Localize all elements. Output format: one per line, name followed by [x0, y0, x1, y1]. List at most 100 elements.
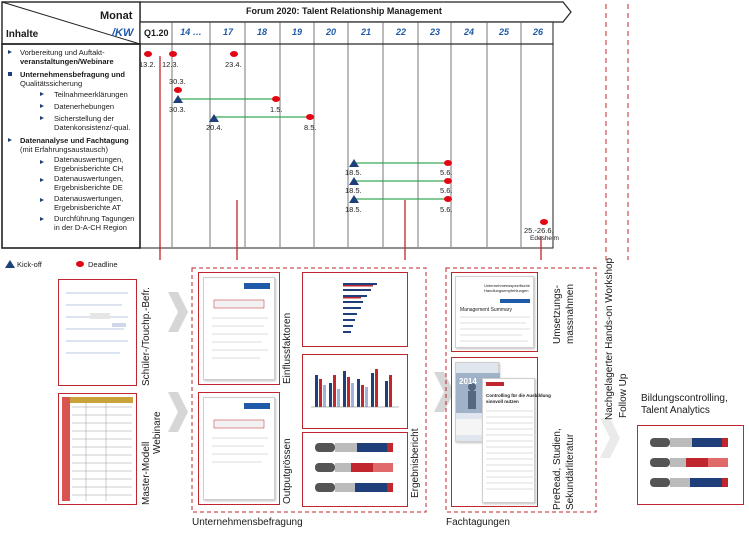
task-analyse-2: (mit Erfahrungsaustausch) — [20, 145, 108, 154]
label-schueler: Schüler-/Touchp.-Befr. — [141, 287, 152, 386]
legend-deadline-icon — [76, 261, 84, 267]
kw-17: 17 — [222, 27, 233, 37]
legend-kickoff: Kick-off — [17, 260, 42, 269]
date-label: 18.5. — [345, 168, 362, 177]
chart-box-2 — [302, 354, 408, 429]
doc-summary: Management Summary — [460, 307, 512, 313]
label-workshop: Nachgelagerter Hands-on Workshop — [604, 257, 615, 420]
report-thumbnail — [203, 277, 275, 380]
article-subtitle: sinnvoll nutzen — [486, 399, 519, 404]
task-tagungen-1: Durchführung Tagungen — [54, 214, 135, 223]
kw-14: 14 … — [180, 27, 202, 37]
kw-20: 20 — [325, 27, 336, 37]
doc-lines — [460, 299, 530, 342]
kw-22: 22 — [395, 27, 406, 37]
befragung-doc-2 — [198, 392, 280, 505]
task-de-1: Datenauswertungen, — [54, 174, 124, 183]
label-ergebnis: Ergebnisbericht — [410, 428, 421, 498]
controlling-article: Controlling für die Ausbildung sinnvoll … — [482, 378, 551, 503]
task-teilnahme: Teilnahmeerklärungen — [54, 90, 128, 99]
date-label: 30.3. — [169, 105, 186, 114]
task-at-2: Ergebnisberichte AT — [54, 203, 121, 212]
label-bildung-2: Talent Analytics — [641, 405, 710, 416]
chart-box-3 — [302, 432, 408, 507]
master-model-thumbnail — [62, 397, 133, 501]
kw-23: 23 — [429, 27, 440, 37]
date-label: 23.4. — [225, 60, 242, 69]
doc-title: Unternehmensspezifische Handlungsempfehl… — [484, 283, 531, 293]
legend-deadline: Deadline — [88, 260, 118, 269]
legend-kickoff-icon — [5, 260, 15, 268]
label-bildung-1: Bildungscontrolling, — [641, 393, 728, 404]
befragung-doc-1 — [198, 272, 280, 385]
label-umsetzung-2: massnahmen — [565, 283, 576, 344]
task-ch-1: Datenauswertungen, — [54, 155, 124, 164]
bullet-icon — [40, 198, 44, 202]
label-preread-1: PreRead, Studien, — [552, 428, 563, 510]
fachtagung-doc-2: 2014 Controlling für die Ausbildung sinn… — [451, 357, 551, 507]
date-label: 18.5. — [345, 186, 362, 195]
date-label: 13.2. — [139, 60, 156, 69]
date-label: 30.3. — [169, 77, 186, 86]
bullet-icon — [40, 92, 44, 96]
bullet-icon — [8, 138, 12, 142]
bullet-icon — [8, 72, 12, 76]
label-preread-2: Sekundärliteratur — [565, 433, 576, 510]
label-fachtagungen: Fachtagungen — [446, 517, 510, 528]
date-label: 5.6. — [440, 186, 453, 195]
date-label: 5.6. — [440, 168, 453, 177]
task-vorbereitung-1: Vorbereitung und Auftakt- — [20, 48, 105, 57]
report-thumbnail — [203, 397, 275, 500]
kw-26: 26 — [532, 27, 543, 37]
report-preview — [212, 283, 270, 359]
label-output: Outputgrössen — [282, 438, 293, 504]
kw-24: 24 — [463, 27, 474, 37]
task-ch-2: Ergebnisberichte CH — [54, 164, 124, 173]
bullet-icon — [40, 160, 44, 164]
task-sicherstellung-1: Sicherstellung der — [54, 114, 115, 123]
stacked-bar-preview — [315, 443, 393, 492]
task-at-1: Datenauswertungen, — [54, 194, 124, 203]
label-unternehmensbefragung: Unternehmensbefragung — [192, 517, 303, 528]
task-sicherstellung-2: Datenkonsistenz/-qual. — [54, 123, 131, 132]
date-label: 25.-26.6. — [524, 226, 554, 235]
col-q1: Q1.20 — [144, 28, 169, 38]
article-title: Controlling für die Ausbildung — [486, 393, 551, 398]
study-year: 2014 — [459, 377, 477, 386]
date-label: 20.4. — [206, 123, 223, 132]
kw-19: 19 — [291, 27, 302, 37]
column-chart-preview — [311, 369, 399, 408]
task-datenerhebungen: Datenerhebungen — [54, 102, 115, 111]
label-einfluss: Einflussfaktoren — [282, 312, 293, 384]
bildung-chart-box — [637, 425, 744, 505]
master-model-preview — [62, 397, 133, 501]
chart-box-1 — [302, 272, 408, 347]
kw-18: 18 — [256, 27, 267, 37]
bullet-icon — [40, 217, 44, 221]
label-umsetzung-1: Umsetzungs- — [552, 285, 563, 344]
date-label: 12.3. — [162, 60, 179, 69]
date-label: 5.6. — [440, 205, 453, 214]
bildung-stacked-bar-preview — [650, 438, 728, 487]
bullet-icon — [40, 104, 44, 108]
bullet-icon — [40, 116, 44, 120]
task-befragung-1: Unternehmensbefragung und — [20, 70, 126, 79]
horizontal-bar-preview — [343, 283, 377, 333]
label-followup: Follow Up — [618, 373, 629, 418]
bullet-icon — [8, 50, 12, 54]
label-webinare: Webinare — [152, 411, 163, 454]
header-monat: Monat — [100, 10, 133, 22]
bullet-icon — [40, 178, 44, 182]
survey-thumbnail — [62, 283, 133, 382]
gantt-grid — [1, 1, 629, 260]
task-analyse-1: Datenanalyse und Fachtagung — [20, 136, 129, 145]
task-vorbereitung-2: veranstaltungen/Webinare — [20, 57, 114, 66]
handlungsempfehlungen-doc: Unternehmensspezifische Handlungsempfehl… — [455, 276, 534, 348]
kw-21: 21 — [360, 27, 371, 37]
date-label: Edesheim — [530, 235, 559, 242]
date-label: 1.5. — [270, 105, 283, 114]
article-lines — [486, 382, 533, 490]
survey-preview — [66, 292, 128, 354]
task-befragung-2: Qualitätssicherung — [20, 79, 83, 88]
